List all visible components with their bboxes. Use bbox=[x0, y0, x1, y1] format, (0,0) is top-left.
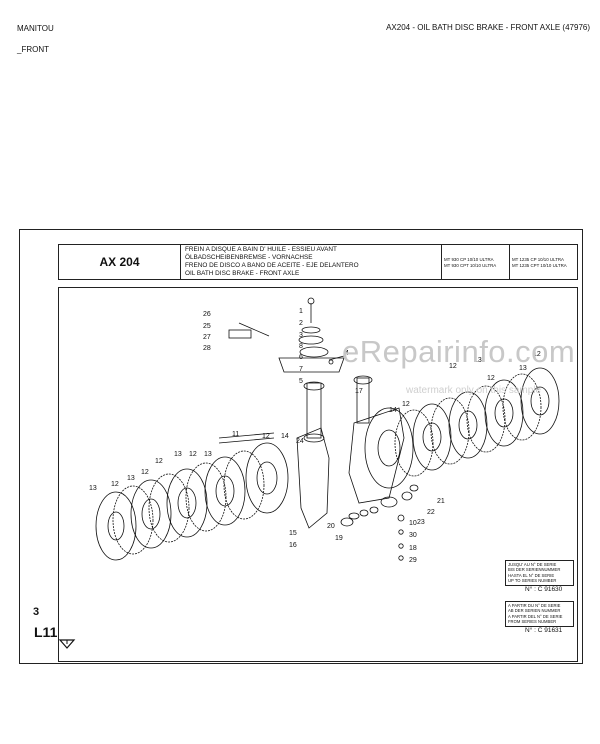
callout-19: 19 bbox=[335, 535, 343, 542]
callout-13f: 13 bbox=[204, 451, 212, 458]
callout-12a: 12 bbox=[262, 433, 270, 440]
serial-text: A PARTIR DEL N° DE SERIE bbox=[508, 613, 563, 619]
serial-text: UP TO SERIES NUMBER bbox=[508, 578, 557, 584]
title-fr: FREIN A DISQUE A BAIN D' HUILE - ESSIEU … bbox=[185, 246, 337, 253]
callout-13d: 13 bbox=[127, 475, 135, 482]
sheet-title-block: FREIN A DISQUE A BAIN D' HUILE - ESSIEU … bbox=[181, 245, 442, 279]
callout-7: 7 bbox=[299, 366, 303, 373]
callout-6: 6 bbox=[299, 354, 303, 361]
callout-13e: 13 bbox=[174, 451, 182, 458]
page-header-left: MANITOU _FRONT bbox=[17, 23, 54, 65]
callout-labels: 1 2 3 4 5 6 7 8 26 25 27 28 11 12 14 24 … bbox=[89, 308, 541, 564]
callout-21: 21 bbox=[437, 498, 445, 505]
watermark-text: eRepairinfo.com bbox=[342, 334, 576, 369]
serial-text: BIS DER SERIENNUMMER bbox=[508, 567, 561, 573]
model-item: MT 1235 CP 10/10 ULTRA bbox=[512, 257, 564, 262]
callout-17: 17 bbox=[355, 388, 363, 395]
callout-12g: 12 bbox=[141, 469, 149, 476]
callout-26: 26 bbox=[203, 311, 211, 318]
bottom-hardware bbox=[340, 484, 419, 561]
model-item: MT 930 CPT 10/10 ULTRA bbox=[444, 263, 497, 268]
callout-29: 29 bbox=[409, 557, 417, 564]
side-code: L11 bbox=[34, 624, 58, 640]
callout-13c: 13 bbox=[89, 485, 97, 492]
callout-12f: 12 bbox=[111, 481, 119, 488]
callout-18: 18 bbox=[409, 545, 417, 552]
callout-12e: 12 bbox=[533, 351, 541, 358]
callout-12d: 12 bbox=[487, 375, 495, 382]
callout-11: 11 bbox=[232, 431, 239, 438]
knuckle-center bbox=[218, 357, 345, 529]
callout-22: 22 bbox=[427, 509, 435, 516]
serial-text: FROM SERIES NUMBER bbox=[508, 619, 557, 625]
callout-12i: 12 bbox=[189, 451, 197, 458]
model-item: MT 1235 CPT 10/10 ULTRA bbox=[512, 263, 567, 268]
callout-12b: 12 bbox=[402, 401, 410, 408]
callout-30: 30 bbox=[409, 532, 417, 539]
exploded-drawing: 1 2 3 4 5 6 7 8 26 25 27 28 11 12 14 24 … bbox=[58, 287, 578, 662]
model-item: MT 930 CP 10/10 ULTRA bbox=[444, 257, 494, 262]
callout-24: 24 bbox=[296, 438, 304, 445]
callout-3: 3 bbox=[299, 332, 303, 339]
callout-12h: 12 bbox=[155, 458, 163, 465]
callout-13b: 13 bbox=[519, 365, 527, 372]
sheet-titlebar: AX 204 FREIN A DISQUE A BAIN D' HUILE - … bbox=[58, 244, 578, 280]
model-list-b: MT 1235 CP 10/10 ULTRA MT 1235 CPT 10/10… bbox=[510, 245, 577, 279]
parts-sheet: AX 204 FREIN A DISQUE A BAIN D' HUILE - … bbox=[19, 229, 583, 664]
disc-pack-left bbox=[95, 442, 289, 561]
title-es: FRENO DE DISCO A BANO DE ACEITE - EJE DE… bbox=[185, 262, 359, 269]
callout-23: 23 bbox=[417, 519, 425, 526]
callout-14a: 14 bbox=[281, 433, 289, 440]
serial-text: A PARTIR DU N° DE SERIE bbox=[508, 603, 561, 608]
callout-1: 1 bbox=[299, 308, 303, 315]
callout-25: 25 bbox=[203, 323, 211, 330]
hub-casting-right bbox=[348, 375, 414, 504]
callout-16: 16 bbox=[289, 542, 297, 549]
page-title: AX204 - OIL BATH DISC BRAKE - FRONT AXLE… bbox=[386, 23, 590, 32]
sheet-code: AX 204 bbox=[59, 245, 181, 279]
side-number: 3 bbox=[33, 606, 40, 618]
callout-5: 5 bbox=[299, 378, 303, 385]
serial-note-from: A PARTIR DU N° DE SERIE AB DER SERIEN NU… bbox=[505, 601, 574, 627]
serial-text: JUSQU' AU N° DE SERIE bbox=[508, 562, 557, 567]
callout-13a: 13 bbox=[474, 357, 482, 364]
callout-14b: 14 bbox=[389, 407, 397, 414]
serial-number-from: N° : C 91631 bbox=[525, 627, 563, 634]
callout-28: 28 bbox=[203, 345, 211, 352]
callout-27: 27 bbox=[203, 334, 211, 341]
exploded-view-diagram: 1 2 3 4 5 6 7 8 26 25 27 28 11 12 14 24 … bbox=[89, 297, 560, 564]
callout-4: 4 bbox=[345, 350, 349, 357]
disc-pack-right bbox=[394, 367, 560, 477]
serial-text: HASTA EL N° DE SERIE bbox=[508, 572, 555, 578]
brand-label: MANITOU bbox=[17, 24, 54, 33]
callout-20: 20 bbox=[327, 523, 335, 530]
callout-10: 10 bbox=[409, 520, 417, 527]
callout-2: 2 bbox=[299, 320, 303, 327]
model-list-a: MT 930 CP 10/10 ULTRA MT 930 CPT 10/10 U… bbox=[442, 245, 510, 279]
callout-8: 8 bbox=[299, 343, 303, 350]
top-hardware bbox=[228, 297, 345, 365]
serial-text: AB DER SERIEN NUMMER bbox=[508, 608, 561, 614]
section-label: _FRONT bbox=[17, 45, 49, 54]
callout-15: 15 bbox=[289, 530, 297, 537]
down-arrow-icon bbox=[58, 639, 76, 649]
watermark-subtext: watermark only on this sample bbox=[406, 385, 542, 396]
serial-note-up-to: JUSQU' AU N° DE SERIE BIS DER SERIENNUMM… bbox=[505, 560, 574, 586]
title-en: OIL BATH DISC BRAKE - FRONT AXLE bbox=[185, 270, 300, 277]
callout-12c: 12 bbox=[449, 363, 457, 370]
serial-number-up-to: N° : C 91630 bbox=[525, 586, 563, 593]
title-de: ÖLBADSCHEIBENBREMSE - VORNACHSE bbox=[185, 254, 313, 261]
